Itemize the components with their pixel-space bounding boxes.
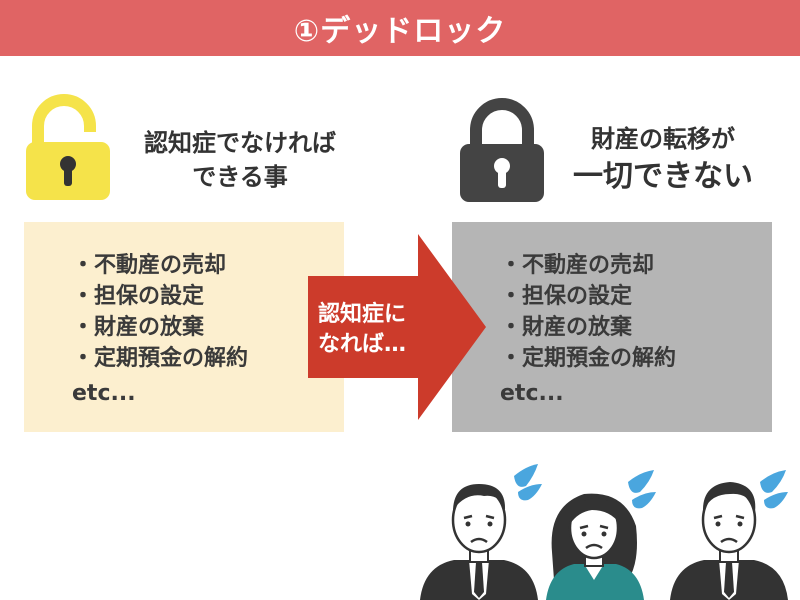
list-item: ・不動産の売却 bbox=[72, 253, 227, 278]
list-item: ・不動産の売却 bbox=[500, 253, 655, 278]
list-item: ・担保の設定 bbox=[500, 284, 633, 309]
list-item: ・担保の設定 bbox=[72, 284, 205, 309]
left-actions-box: ・不動産の売却 ・担保の設定 ・財産の放棄 ・定期預金の解約 etc... bbox=[24, 222, 344, 432]
right-actions-list: ・不動産の売却 ・担保の設定 ・財産の放棄 ・定期預金の解約 bbox=[500, 250, 772, 374]
left-etc: etc... bbox=[72, 381, 136, 406]
header-bar: ①デッドロック bbox=[0, 0, 800, 56]
worried-woman-center bbox=[546, 493, 644, 600]
right-caption: 財産の転移が 一切できない bbox=[548, 122, 778, 198]
right-caption-line-1: 財産の転移が bbox=[591, 125, 735, 153]
unlocked-padlock-icon bbox=[24, 92, 112, 202]
arrow-label-line-1: 認知症に bbox=[318, 302, 407, 327]
arrow-label: 認知症に なれば… bbox=[318, 300, 438, 360]
list-item: ・定期預金の解約 bbox=[72, 346, 249, 371]
right-actions-box: ・不動産の売却 ・担保の設定 ・財産の放棄 ・定期預金の解約 etc... bbox=[452, 222, 772, 432]
sweat-drop-icon bbox=[760, 470, 786, 493]
list-item: ・財産の放棄 bbox=[72, 315, 205, 340]
list-item: ・定期預金の解約 bbox=[500, 346, 677, 371]
worried-people-icon bbox=[420, 464, 788, 600]
right-etc: etc... bbox=[500, 381, 564, 406]
left-actions-list: ・不動産の売却 ・担保の設定 ・財産の放棄 ・定期預金の解約 bbox=[72, 250, 344, 374]
right-arrow-icon bbox=[308, 234, 486, 420]
sweat-drop-icon bbox=[518, 484, 542, 501]
left-caption-line-1: 認知症でなければ bbox=[144, 129, 336, 157]
sweat-drop-icon bbox=[628, 470, 654, 493]
list-item: ・財産の放棄 bbox=[500, 315, 633, 340]
left-caption-line-2: できる事 bbox=[192, 163, 288, 191]
worried-man-left bbox=[420, 484, 538, 600]
sweat-drop-icon bbox=[764, 492, 788, 509]
left-caption: 認知症でなければ できる事 bbox=[120, 126, 360, 194]
sweat-drop-icon bbox=[632, 492, 656, 509]
arrow-label-line-2: なれば… bbox=[318, 332, 407, 357]
locked-padlock-icon bbox=[458, 98, 546, 203]
right-caption-line-2: 一切できない bbox=[573, 159, 753, 194]
page-title: ①デッドロック bbox=[293, 14, 507, 49]
worried-man-right bbox=[670, 482, 788, 600]
sweat-drop-icon bbox=[514, 464, 538, 487]
